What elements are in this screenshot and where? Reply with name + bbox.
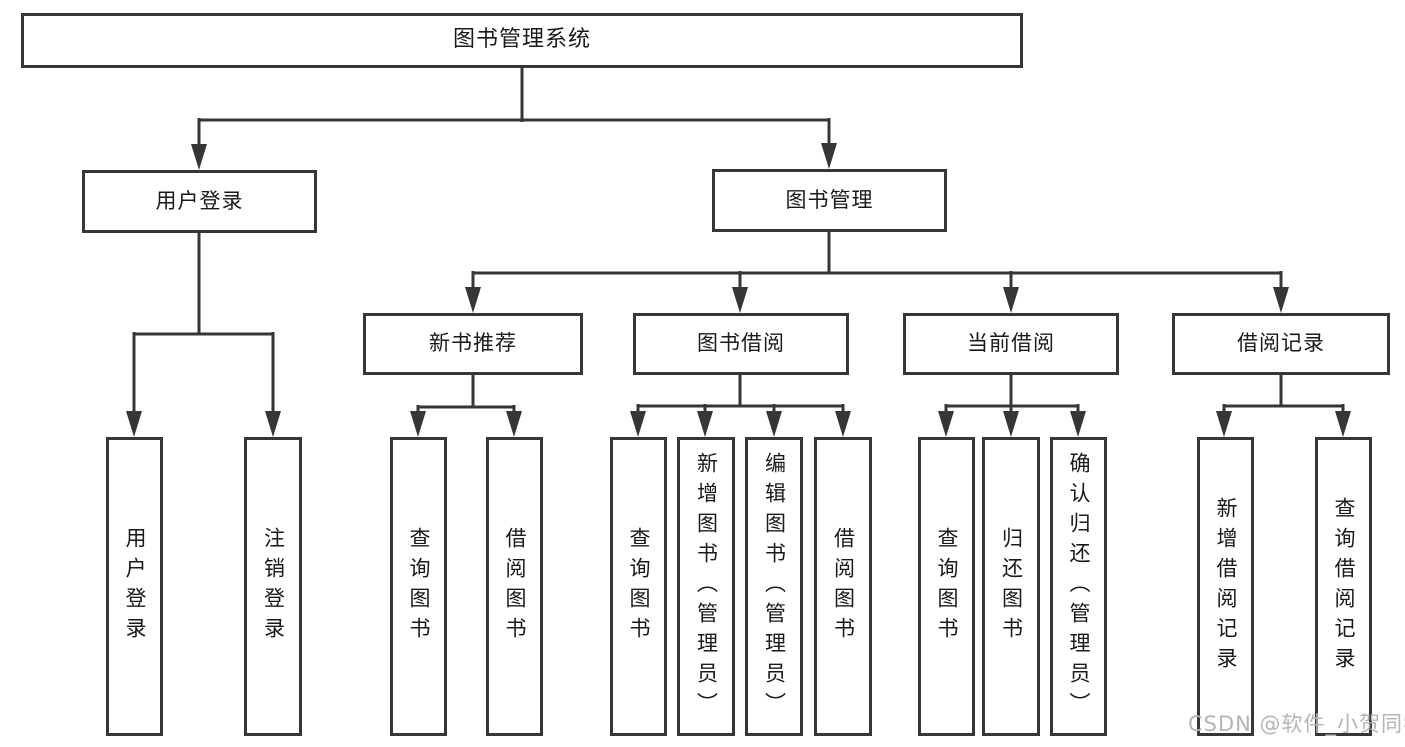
node-library-system-label: 图书管理系统 [452,27,591,53]
leaf-query-books-current: 查询图书 [918,437,975,736]
watermark: CSDN @软件_小贺同学 [1188,712,1405,736]
leaf-borrow-books-recommend: 借阅图书 [486,437,543,736]
leaf-borrow-books-recommend-label: 借阅图书 [503,526,527,647]
node-book-management-label: 图书管理 [785,187,874,212]
node-new-book-recommend-label: 新书推荐 [429,331,517,356]
leaf-edit-book-admin: 编辑图书（管理员） [745,437,803,736]
leaf-logout-label: 注销登录 [261,526,286,647]
leaf-user-login: 用户登录 [106,437,163,736]
node-user-login-branch-label: 用户登录 [155,188,244,213]
leaf-logout: 注销登录 [244,437,302,736]
node-book-management: 图书管理 [712,169,947,232]
node-new-book-recommend: 新书推荐 [363,313,583,375]
leaf-return-book-label: 归还图书 [999,526,1024,647]
leaf-add-book-admin-label: 新增图书（管理员） [694,451,719,722]
leaf-edit-book-admin-label: 编辑图书（管理员） [762,451,787,722]
leaf-query-borrow-record-label: 查询借阅记录 [1332,496,1356,677]
leaf-confirm-return-admin: 确认归还（管理员） [1050,437,1107,736]
leaf-query-books-borrowing: 查询图书 [610,437,667,736]
node-book-borrowing-label: 图书借阅 [697,331,785,356]
leaf-query-books-borrowing-label: 查询图书 [627,526,651,647]
leaf-add-book-admin: 新增图书（管理员） [677,437,735,736]
leaf-borrow-books-borrowing-label: 借阅图书 [831,526,856,647]
leaf-user-login-label: 用户登录 [123,526,147,647]
node-library-system: 图书管理系统 [21,13,1023,68]
leaf-add-borrow-record: 新增借阅记录 [1197,437,1254,736]
leaf-query-books-recommend: 查询图书 [390,437,447,736]
node-user-login-branch: 用户登录 [82,170,317,233]
leaf-query-borrow-record: 查询借阅记录 [1315,437,1372,736]
node-book-borrowing: 图书借阅 [633,313,849,375]
leaf-confirm-return-admin-label: 确认归还（管理员） [1067,451,1091,722]
leaf-return-book: 归还图书 [982,437,1040,736]
leaf-borrow-books-borrowing: 借阅图书 [814,437,872,736]
node-borrowing-records-label: 借阅记录 [1237,331,1325,356]
leaf-add-borrow-record-label: 新增借阅记录 [1214,496,1238,677]
leaf-query-books-recommend-label: 查询图书 [407,526,431,647]
leaf-query-books-current-label: 查询图书 [935,526,959,647]
node-current-borrowing: 当前借阅 [903,313,1119,375]
node-current-borrowing-label: 当前借阅 [967,331,1055,356]
node-borrowing-records: 借阅记录 [1172,313,1390,375]
